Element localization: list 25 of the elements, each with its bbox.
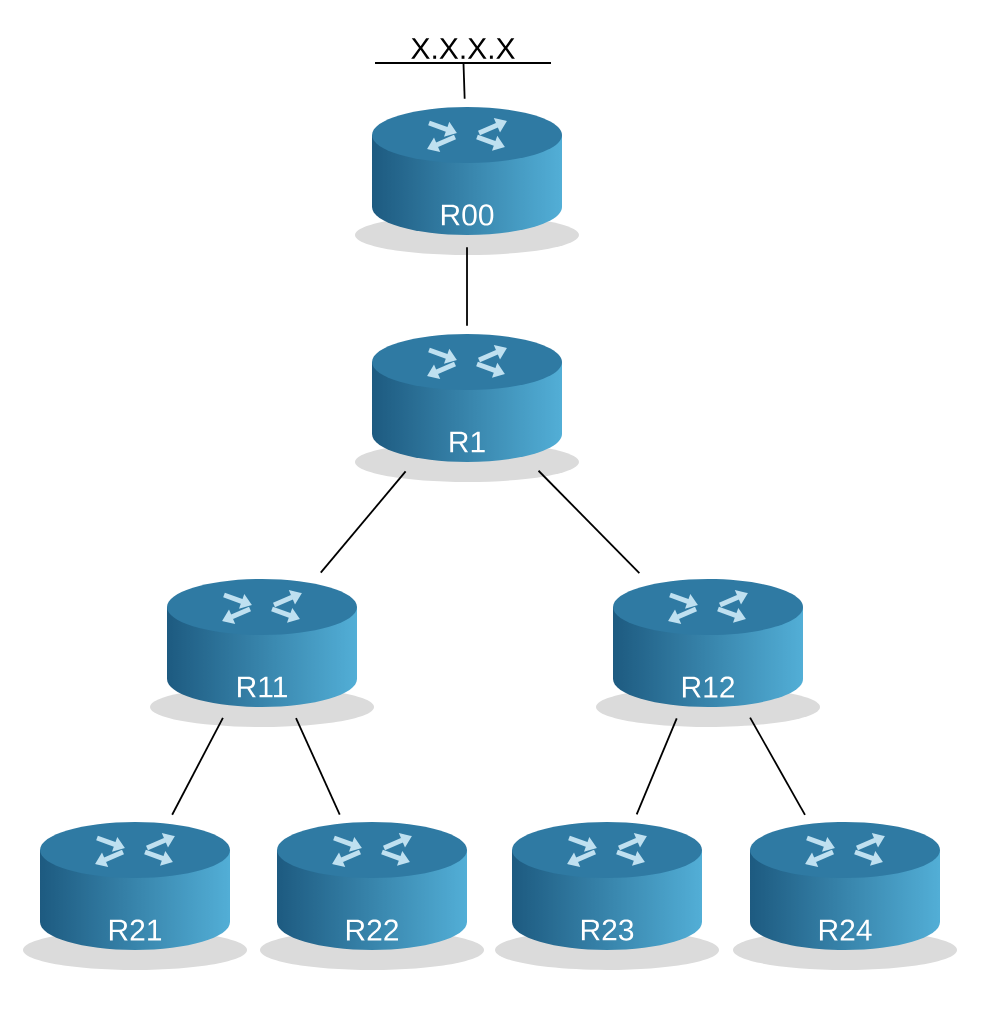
connector-line xyxy=(319,470,407,574)
connector-line xyxy=(466,246,468,327)
router: R22 xyxy=(260,822,484,970)
node-label: R12 xyxy=(682,676,735,698)
connector-line xyxy=(635,717,678,816)
router: R00 xyxy=(355,107,579,255)
node-label: R21 xyxy=(109,919,162,941)
connector-line xyxy=(749,716,806,816)
connector-line xyxy=(171,716,224,816)
router: R12 xyxy=(596,579,820,727)
node-label: R00 xyxy=(441,204,494,226)
node-label: R24 xyxy=(819,919,872,941)
network-bus: X.X.X.X xyxy=(374,38,552,64)
node-label: R1 xyxy=(450,431,485,453)
connector-line xyxy=(295,717,341,816)
router: R1 xyxy=(355,334,579,482)
node-label: R22 xyxy=(346,919,399,941)
node-label: R11 xyxy=(238,676,287,698)
node-label: R23 xyxy=(581,919,634,941)
router: R24 xyxy=(733,822,957,970)
router: R23 xyxy=(495,822,719,970)
connector-line xyxy=(537,469,641,574)
router: R21 xyxy=(23,822,247,970)
router: R11 xyxy=(150,579,374,727)
connector-line xyxy=(462,62,466,100)
